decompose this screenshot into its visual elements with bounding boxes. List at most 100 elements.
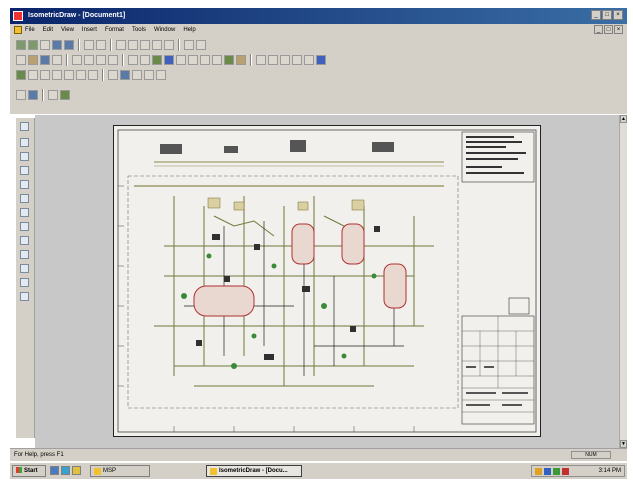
tree-icon[interactable]	[152, 55, 162, 65]
select-arrow-icon[interactable]	[20, 122, 29, 131]
table-icon[interactable]	[120, 70, 130, 80]
elbow-icon[interactable]	[40, 40, 50, 50]
separator	[178, 39, 180, 51]
tray-icon[interactable]	[562, 468, 569, 475]
help-pointer-icon[interactable]	[316, 55, 326, 65]
snap-grid-icon[interactable]	[28, 90, 38, 100]
close-icon[interactable]: ×	[613, 10, 623, 20]
symbol-icon[interactable]	[236, 55, 246, 65]
rotate-icon[interactable]	[16, 70, 26, 80]
array-icon[interactable]	[52, 70, 62, 80]
maximize-icon[interactable]: □	[602, 10, 612, 20]
polyline-tool-icon[interactable]	[20, 152, 29, 161]
zoom-out-icon[interactable]	[280, 55, 290, 65]
vertical-scrollbar[interactable]: ▲ ▼	[619, 115, 627, 448]
menu-format[interactable]: Format	[104, 27, 124, 33]
properties-icon[interactable]	[156, 70, 166, 80]
title-bar[interactable]: IsometricDraw - [Document1] _ □ ×	[10, 8, 627, 24]
select-icon[interactable]	[16, 90, 26, 100]
text-tool-icon[interactable]	[20, 250, 29, 259]
scroll-down-icon[interactable]: ▼	[620, 440, 627, 448]
document-icon[interactable]	[14, 26, 22, 34]
fill-icon[interactable]	[224, 55, 234, 65]
flange-icon[interactable]	[64, 40, 74, 50]
task-msp[interactable]: MSP	[90, 465, 150, 477]
arc-tool-icon[interactable]	[20, 166, 29, 175]
support-icon[interactable]	[140, 40, 150, 50]
undo-icon[interactable]	[128, 55, 138, 65]
hatch-tool-icon[interactable]	[20, 222, 29, 231]
pencil-icon[interactable]	[108, 55, 118, 65]
open-folder-icon[interactable]	[28, 55, 38, 65]
valve-icon[interactable]	[52, 40, 62, 50]
instrument-icon[interactable]	[164, 40, 174, 50]
doc-close-icon[interactable]: ×	[614, 25, 623, 34]
text-icon[interactable]	[108, 70, 118, 80]
zoom-in-icon[interactable]	[268, 55, 278, 65]
scroll-up-icon[interactable]: ▲	[620, 115, 627, 123]
bom-icon[interactable]	[132, 70, 142, 80]
zoom-extents-icon[interactable]	[292, 55, 302, 65]
desktop-icon[interactable]	[50, 466, 59, 475]
tray-icon[interactable]	[535, 468, 542, 475]
iso-plane-icon[interactable]	[60, 90, 70, 100]
doc-minimize-icon[interactable]: _	[594, 25, 603, 34]
block-tool-icon[interactable]	[20, 292, 29, 301]
reducer-icon[interactable]	[96, 40, 106, 50]
insulation-icon[interactable]	[152, 40, 162, 50]
drawing-canvas[interactable]	[35, 115, 619, 448]
print-icon[interactable]	[52, 55, 62, 65]
tray-icon[interactable]	[544, 468, 551, 475]
pipe-icon[interactable]	[28, 40, 38, 50]
export-icon[interactable]	[144, 70, 154, 80]
menu-insert[interactable]: Insert	[81, 27, 97, 33]
zoom-window-icon[interactable]	[256, 55, 266, 65]
line-icon[interactable]	[176, 55, 186, 65]
app-icon[interactable]	[13, 11, 23, 21]
rectangle-tool-icon[interactable]	[20, 194, 29, 203]
dimension-tool-icon[interactable]	[20, 264, 29, 273]
weld-icon[interactable]	[128, 40, 138, 50]
circle-icon[interactable]	[212, 55, 222, 65]
minimize-icon[interactable]: _	[591, 10, 601, 20]
start-button[interactable]: Start	[12, 465, 46, 477]
menu-edit[interactable]: Edit	[42, 27, 54, 33]
clock[interactable]: 3:14 PM	[598, 468, 621, 474]
grid-icon[interactable]	[184, 40, 194, 50]
doc-restore-icon[interactable]: □	[604, 25, 613, 34]
layer-icon[interactable]	[196, 40, 206, 50]
task-isometric-draw[interactable]: IsometricDraw - [Docu...	[206, 465, 302, 477]
menu-window[interactable]: Window	[153, 27, 176, 33]
ellipse-tool-icon[interactable]	[20, 208, 29, 217]
tray-icon[interactable]	[553, 468, 560, 475]
move-icon[interactable]	[40, 70, 50, 80]
arc-icon[interactable]	[188, 55, 198, 65]
spline-tool-icon[interactable]	[20, 236, 29, 245]
menu-tools[interactable]: Tools	[131, 27, 146, 33]
copy-icon[interactable]	[84, 55, 94, 65]
menu-view[interactable]: View	[61, 27, 74, 33]
paste-icon[interactable]	[96, 55, 106, 65]
menu-file[interactable]: File	[25, 27, 35, 33]
trim-icon[interactable]	[76, 70, 86, 80]
extend-icon[interactable]	[88, 70, 98, 80]
pointer-icon[interactable]	[164, 55, 174, 65]
scale-icon[interactable]	[64, 70, 74, 80]
cut-icon[interactable]	[72, 55, 82, 65]
pan-icon[interactable]	[304, 55, 314, 65]
symbol-tool-icon[interactable]	[20, 278, 29, 287]
menu-help[interactable]: Help	[183, 27, 196, 33]
new-file-icon[interactable]	[16, 55, 26, 65]
tee-icon[interactable]	[84, 40, 94, 50]
redo-icon[interactable]	[140, 55, 150, 65]
snap-icon[interactable]	[16, 40, 26, 50]
line-tool-icon[interactable]	[20, 138, 29, 147]
rectangle-icon[interactable]	[200, 55, 210, 65]
browser-icon[interactable]	[61, 466, 70, 475]
circle-tool-icon[interactable]	[20, 180, 29, 189]
dimension-icon[interactable]	[116, 40, 126, 50]
folder-icon[interactable]	[72, 466, 81, 475]
ortho-icon[interactable]	[48, 90, 58, 100]
save-icon[interactable]	[40, 55, 50, 65]
mirror-icon[interactable]	[28, 70, 38, 80]
